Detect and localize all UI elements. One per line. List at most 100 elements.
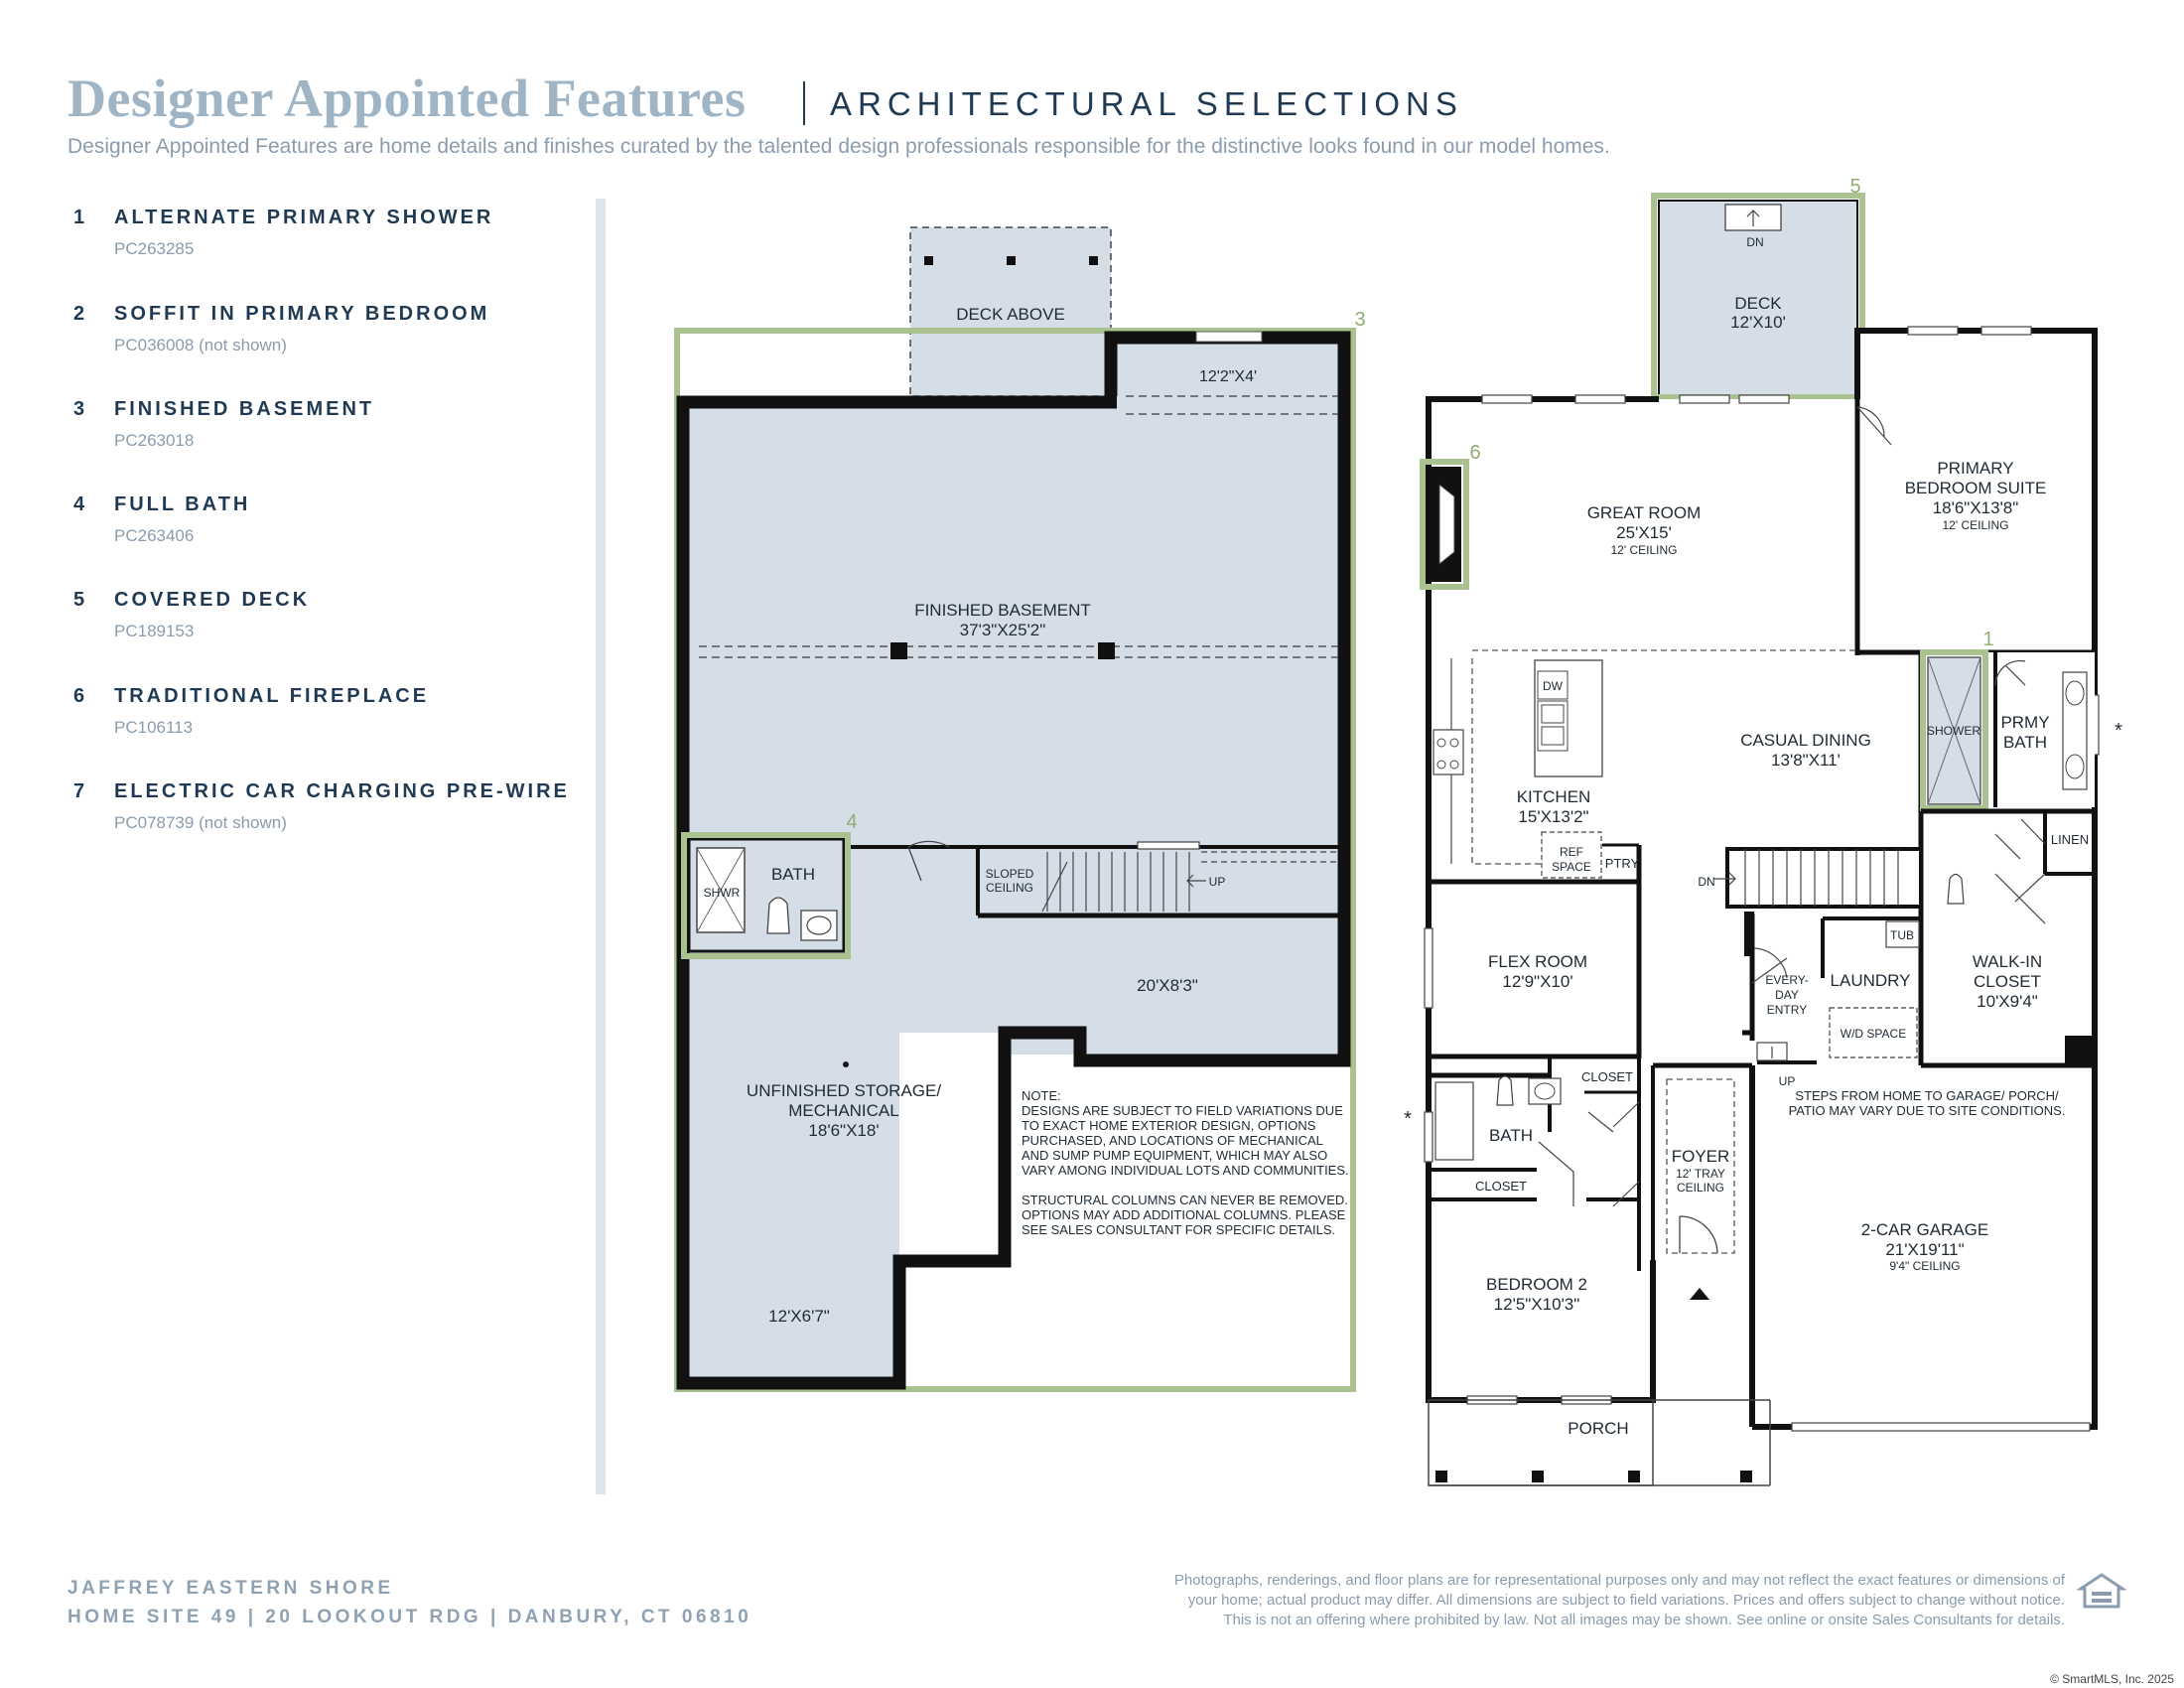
equal-housing-icon: [2077, 1573, 2126, 1609]
label-bedroom2: BEDROOM 2: [1486, 1275, 1587, 1294]
label-steps-2: PATIO MAY VARY DUE TO SITE CONDITIONS.: [1789, 1103, 2066, 1118]
label-great-room-dim: 25'X15': [1616, 523, 1672, 542]
feature-code: PC078739 (not shown): [114, 813, 287, 832]
label-casual-dining-dim: 13'8"X11': [1771, 751, 1841, 770]
bathtub: [1434, 1081, 1474, 1161]
label-ptry: PTRY: [1605, 856, 1640, 871]
main-stairs: [1725, 847, 1923, 909]
marker-3: 3: [1354, 309, 1365, 331]
ref-space: [1541, 831, 1602, 879]
label-up: UP: [1779, 1074, 1796, 1088]
label-laundry: LAUNDRY: [1831, 971, 1911, 990]
label-flex-dim: 12'9"X10': [1502, 972, 1572, 991]
stairs: [1041, 841, 1338, 913]
label-shwr: SHWR: [704, 886, 741, 900]
label-up: UP: [1209, 875, 1226, 889]
basement-note: NOTE: DESIGNS ARE SUBJECT TO FIELD VARIA…: [1022, 1088, 1349, 1237]
feature-number: 2: [73, 303, 85, 325]
label-walkin-dim: 10'X9'4": [1977, 992, 2038, 1011]
label-deck-above: DECK ABOVE: [956, 305, 1065, 324]
feature-name: ALTERNATE PRIMARY SHOWER: [114, 207, 494, 228]
label-wd-space: W/D SPACE: [1841, 1027, 1906, 1041]
front-door: [1679, 1215, 1718, 1254]
label-primary-2: BEDROOM SUITE: [1905, 479, 2047, 497]
window: [1195, 331, 1263, 343]
feature-code: PC036008 (not shown): [114, 336, 287, 354]
label-every-1: EVERY-: [1765, 973, 1808, 987]
wd-space: [1829, 1007, 1918, 1058]
label-foyer-c2: CEILING: [1677, 1181, 1724, 1195]
label-bath: BATH: [771, 865, 815, 884]
page-title: Designer Appointed Features: [68, 69, 747, 128]
marker-4: 4: [846, 811, 857, 833]
label-closet: CLOSET: [1475, 1179, 1527, 1194]
toilet: [1496, 1075, 1514, 1106]
deck-post: [924, 256, 933, 265]
label-porch: PORCH: [1568, 1419, 1628, 1438]
deck-above-outline: [909, 226, 1112, 397]
feature-code: PC263285: [114, 239, 195, 258]
toilet: [766, 897, 790, 934]
label-primary-ceiling: 12' CEILING: [1943, 518, 2009, 532]
label-flex-room: FLEX ROOM: [1488, 952, 1587, 971]
label-ref-2: SPACE: [1552, 860, 1591, 874]
full-bath-highlight: [681, 832, 851, 959]
label-garage-ceiling: 9'4" CEILING: [1889, 1259, 1960, 1273]
label-dn: DN: [1746, 235, 1763, 249]
marker-5: 5: [1849, 176, 1860, 198]
column-divider: [596, 199, 606, 1494]
feature-code: PC263406: [114, 526, 195, 545]
deck-post: [1089, 256, 1098, 265]
label-unfinished-1: UNFINISHED STORAGE/: [747, 1081, 941, 1100]
label-kitchen-dim: 15'X13'2": [1518, 807, 1588, 826]
label-kitchen: KITCHEN: [1517, 787, 1591, 806]
feature-name: FULL BATH: [114, 493, 251, 515]
main-floor-plan: [1420, 193, 2100, 1486]
label-sloped: SLOPED: [986, 867, 1034, 881]
fireplace-highlight: [1420, 459, 1469, 590]
label-ref-1: REF: [1560, 845, 1583, 859]
intro-text: Designer Appointed Features are home det…: [68, 135, 1610, 158]
label-finished-basement-dim: 37'3"X25'2": [960, 621, 1046, 639]
feature-code: PC189153: [114, 622, 195, 640]
label-unfinished-dim: 18'6"X18': [808, 1121, 879, 1140]
note-area: [1011, 1068, 1337, 1384]
label-closet: CLOSET: [1581, 1069, 1633, 1084]
home-address: HOME SITE 49 | 20 LOOKOUT RDG | DANBURY,…: [68, 1607, 752, 1627]
community-name: JAFFREY EASTERN SHORE: [68, 1578, 394, 1599]
label-ceiling: CEILING: [986, 881, 1033, 895]
label-primary-1: PRIMARY: [1937, 459, 2013, 478]
label-area-20x8: 20'X8'3": [1137, 976, 1198, 995]
note-line: AND SUMP PUMP EQUIPMENT, WHICH MAY ALSO: [1022, 1148, 1327, 1163]
label-tub: TUB: [1890, 928, 1914, 942]
basement-floor: [683, 338, 1344, 1383]
note-line: STRUCTURAL COLUMNS CAN NEVER BE REMOVED.: [1022, 1193, 1348, 1207]
label-garage: 2-CAR GARAGE: [1861, 1220, 1988, 1239]
entry-arrow: [1690, 1288, 1709, 1300]
feature-number: 7: [73, 780, 85, 802]
cooktop: [1433, 729, 1464, 775]
label-great-room: GREAT ROOM: [1587, 503, 1702, 522]
label-room-12x4: 12'2"X4': [1199, 368, 1257, 385]
note-line: VARY AMONG INDIVIDUAL LOTS AND COMMUNITI…: [1022, 1163, 1349, 1178]
label-asterisk: *: [2115, 720, 2122, 742]
structural-column: [1098, 642, 1115, 659]
label-bath: BATH: [1489, 1126, 1533, 1145]
feature-number: 5: [73, 589, 85, 611]
label-foyer-c1: 12' TRAY: [1676, 1167, 1725, 1181]
disclaimer-line: your home; actual product may differ. Al…: [1187, 1592, 2065, 1609]
title-divider: [803, 81, 805, 125]
laundry-tub: [1885, 920, 1920, 948]
label-every-3: ENTRY: [1767, 1003, 1807, 1017]
basement-labels: DECK ABOVE 12'2"X4' FINISHED BASEMENT 37…: [704, 305, 1366, 1326]
label-unfinished-2: MECHANICAL: [788, 1101, 898, 1120]
label-casual-dining: CASUAL DINING: [1740, 731, 1871, 750]
feature-name: TRADITIONAL FIREPLACE: [114, 685, 430, 707]
label-every-2: DAY: [1775, 988, 1799, 1002]
disclaimer-line: This is not an offering where prohibited…: [1223, 1612, 2065, 1628]
feature-name: SOFFIT IN PRIMARY BEDROOM: [114, 303, 490, 325]
structural-column: [890, 642, 907, 659]
marker-1: 1: [1982, 629, 1993, 650]
label-deck-dim: 12'X10': [1730, 313, 1786, 332]
